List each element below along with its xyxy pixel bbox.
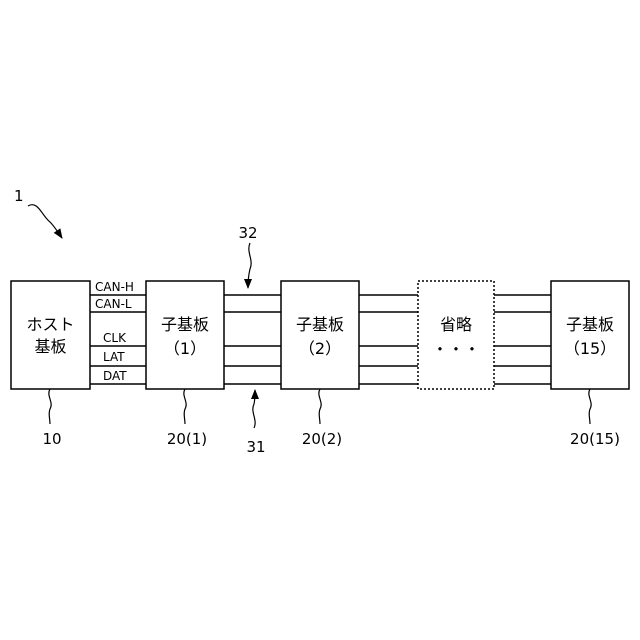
child-board-2-label-line1: 子基板 <box>296 315 344 334</box>
omitted-boards-box <box>418 281 494 389</box>
child-board-1-leader <box>184 389 186 424</box>
bus-wires <box>224 295 551 384</box>
host-board-ref: 10 <box>42 430 61 448</box>
bus-ref-arrow-32 <box>248 243 251 288</box>
signal-label-clk: CLK <box>103 331 127 345</box>
host-board-box <box>11 281 90 389</box>
child-board-2-leader <box>319 389 321 424</box>
bus-ref-label-32: 32 <box>238 224 257 242</box>
signal-label-lat: LAT <box>103 350 125 364</box>
signal-label-can-l: CAN-L <box>95 297 132 311</box>
child-board-15-ref: 20(15) <box>570 430 620 448</box>
child-board-1-label-line1: 子基板 <box>161 315 209 334</box>
signal-label-can-h: CAN-H <box>95 280 134 294</box>
child-board-1-label-line2: （1） <box>164 339 206 358</box>
signal-label-dat: DAT <box>103 369 127 383</box>
child-board-2-box <box>281 281 359 389</box>
child-board-15-label-line2: （15） <box>564 339 616 358</box>
child-board-1-ref: 20(1) <box>167 430 207 448</box>
omitted-boards-label: 省略 <box>440 315 472 334</box>
child-board-15-leader <box>589 389 591 424</box>
child-board-2-label-line2: （2） <box>299 339 341 358</box>
omitted-boards-ellipsis: ・・・ <box>432 340 480 359</box>
system-ref-arrow <box>28 205 62 238</box>
child-board-2-ref: 20(2) <box>302 430 342 448</box>
host-board-label-line1: ホスト <box>26 315 74 334</box>
child-board-15-box <box>551 281 629 389</box>
host-board-label-line2: 基板 <box>34 337 66 356</box>
bus-ref-arrow-31 <box>253 390 255 428</box>
bus-ref-label-31: 31 <box>246 438 265 456</box>
host-board-leader <box>49 389 51 424</box>
child-board-15-label-line1: 子基板 <box>566 315 614 334</box>
child-board-1-box <box>146 281 224 389</box>
system-ref-label: 1 <box>14 187 24 205</box>
